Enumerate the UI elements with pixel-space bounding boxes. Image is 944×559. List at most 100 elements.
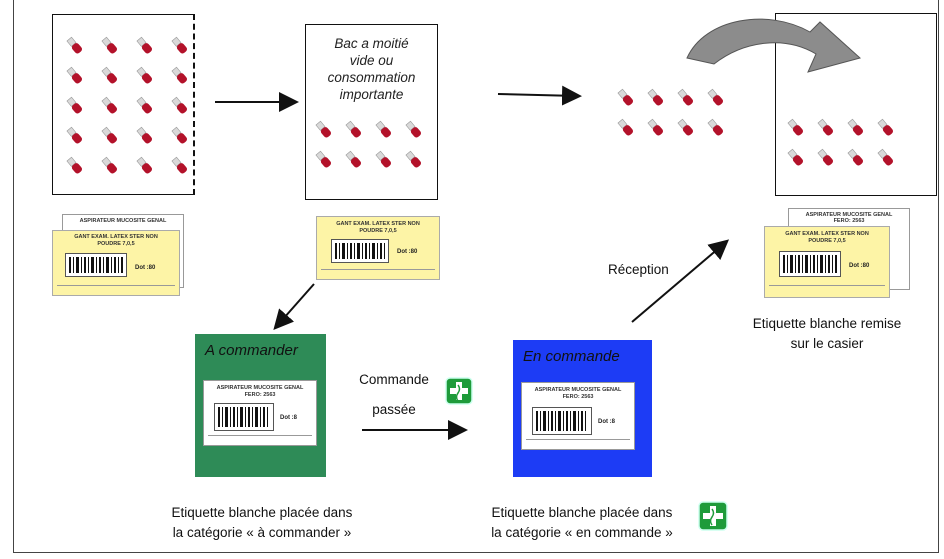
vial-icon (100, 96, 120, 121)
caption-line: Etiquette blanche placée dans (171, 505, 353, 520)
bin-text-line: Bac a moitié (334, 36, 409, 51)
vial-icon (100, 126, 120, 151)
vial-icon (65, 36, 85, 61)
vial-icon (170, 96, 190, 121)
vial-icon (100, 36, 120, 61)
label-dotation: Dot :80 (849, 263, 870, 269)
barcode-icon (779, 251, 841, 277)
vial-icon (65, 96, 85, 121)
diagram-frame (13, 0, 939, 553)
vial-icon (646, 118, 666, 143)
vial-icon (676, 118, 696, 143)
label-title: ASPIRATEUR MUCOSITE GENAL (805, 212, 893, 218)
caption-line: la catégorie « à commander » (172, 525, 352, 540)
card-title: En commande (523, 348, 620, 365)
yellow-label: GANT EXAM. LATEX STER NON POUDRE 7,0,5 D… (316, 216, 440, 280)
label-reference-line (57, 285, 175, 294)
label-title: POUDRE 7,0,5 (359, 228, 397, 234)
arrow-down-left-icon (273, 283, 315, 330)
curved-arrow-icon (686, 18, 862, 73)
barcode-icon (532, 407, 592, 435)
barcode-icon (65, 253, 127, 277)
vial-icon (135, 96, 155, 121)
label-title: ASPIRATEUR MUCOSITE GENAL (79, 218, 167, 224)
caption-commande-passee: Commande passée (346, 370, 442, 420)
yellow-label: GANT EXAM. LATEX STER NON POUDRE 7,0,5 D… (764, 226, 890, 298)
label-stack-right: ASPIRATEUR MUCOSITE GENAL FERO: 2563 GAN… (764, 208, 912, 300)
label-title: GANT EXAM. LATEX STER NON (74, 234, 158, 240)
label-middle: GANT EXAM. LATEX STER NON POUDRE 7,0,5 D… (316, 216, 440, 280)
bin-text-line: vide ou (349, 53, 394, 68)
label-reference-line (769, 285, 885, 294)
vial-icon (135, 36, 155, 61)
vial-icon (404, 120, 424, 145)
vial-icon (706, 118, 726, 143)
label-title: FERO: 2563 (833, 218, 865, 224)
arrow-up-right-icon (631, 239, 730, 323)
vial-icon (616, 88, 636, 113)
vial-icon (135, 66, 155, 91)
vial-icon (170, 66, 190, 91)
label-reference-line (208, 435, 312, 444)
vial-icon (374, 120, 394, 145)
label-dotation: Dot :8 (598, 419, 615, 425)
label-title: GANT EXAM. LATEX STER NON (785, 231, 869, 237)
bin-text-line: importante (339, 87, 404, 102)
vial-icon (846, 148, 866, 173)
bin-half-empty: Bac a moitié vide ou consommation import… (305, 24, 438, 200)
white-label: ASPIRATEUR MUCOSITE GENAL FERO: 2563 Dot… (521, 382, 635, 450)
bin-half-empty-text: Bac a moitié vide ou consommation import… (306, 35, 437, 103)
vial-icon (676, 88, 696, 113)
label-title: FERO: 2563 (244, 392, 276, 398)
barcode-icon (331, 239, 389, 263)
card-title: A commander (205, 342, 298, 359)
vial-icon (786, 118, 806, 143)
vial-icon (100, 66, 120, 91)
bin-text-line: consommation (327, 70, 416, 85)
vial-icon (344, 120, 364, 145)
vial-icon (314, 150, 334, 175)
vial-icon (100, 156, 120, 181)
label-dotation: Dot :80 (135, 265, 156, 271)
label-title: POUDRE 7,0,5 (97, 241, 135, 247)
label-dotation: Dot :80 (397, 249, 418, 255)
vial-icon (876, 148, 896, 173)
vial-icon (65, 126, 85, 151)
caption-a-commander: Etiquette blanche placée dans la catégor… (142, 503, 382, 543)
label-stack-left: ASPIRATEUR MUCOSITE GENAL GANT EXAM. LAT… (52, 214, 188, 296)
card-en-commande: En commande ASPIRATEUR MUCOSITE GENAL FE… (513, 340, 652, 477)
yellow-label: GANT EXAM. LATEX STER NON POUDRE 7,0,5 D… (52, 230, 180, 296)
pharmacy-cross-icon (698, 501, 728, 531)
vial-icon (344, 150, 364, 175)
vial-icon (816, 148, 836, 173)
vial-icon (786, 148, 806, 173)
card-a-commander: A commander ASPIRATEUR MUCOSITE GENAL FE… (195, 334, 326, 477)
vial-icon (846, 118, 866, 143)
caption-line: Etiquette blanche remise (752, 316, 902, 331)
label-title: POUDRE 7,0,5 (808, 238, 846, 244)
label-reference-line (321, 269, 435, 278)
vial-icon (616, 118, 636, 143)
vial-icon (816, 118, 836, 143)
caption-line: sur le casier (790, 336, 864, 351)
vial-icon (170, 126, 190, 151)
caption-line: Commande (359, 372, 429, 387)
vial-icon (706, 88, 726, 113)
arrow-right-icon (497, 85, 582, 106)
barcode-icon (214, 403, 274, 431)
caption-etiquette-remise: Etiquette blanche remise sur le casier (734, 314, 920, 354)
caption-reception: Réception (608, 262, 669, 277)
vial-icon (646, 88, 666, 113)
label-title: FERO: 2563 (562, 394, 594, 400)
caption-en-commande: Etiquette blanche placée dans la catégor… (466, 503, 698, 543)
vial-icon (404, 150, 424, 175)
label-title: ASPIRATEUR MUCOSITE GENAL (216, 385, 304, 391)
vial-icon (65, 156, 85, 181)
label-dotation: Dot :8 (280, 415, 297, 421)
caption-line: passée (372, 402, 416, 417)
caption-line: la catégorie « en commande » (491, 525, 673, 540)
vial-icon (65, 66, 85, 91)
vial-icon (170, 156, 190, 181)
